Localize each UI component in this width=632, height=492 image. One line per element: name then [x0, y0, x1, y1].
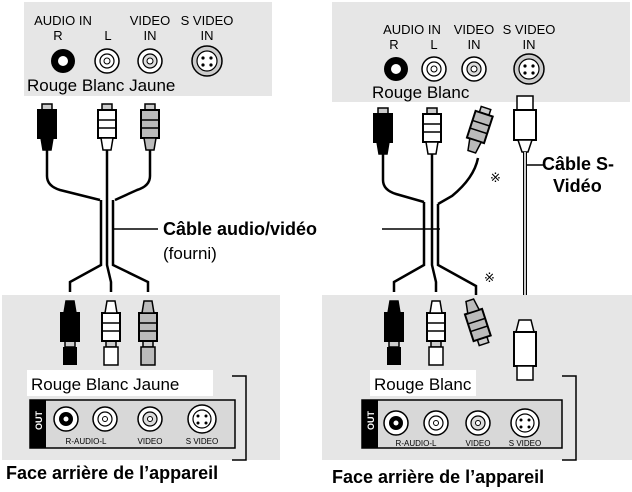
bottom-plug-yellow-tail: [140, 346, 156, 366]
deck-color-label-box: [27, 370, 213, 396]
top-plug-yellow: [140, 103, 160, 151]
top-plug-white: [97, 103, 117, 151]
tv-audio-l-label-right: L: [430, 37, 437, 52]
tv-jack-audio-l-right: [421, 56, 447, 82]
deck-out-tab-right: [362, 400, 378, 448]
tv-audio-l-label: L: [104, 28, 111, 43]
deck-color-labels: Rouge Blanc Jaune: [31, 375, 179, 394]
tv-jack-svideo: [191, 45, 223, 77]
bottom-plug-white-tail: [103, 346, 119, 366]
tv-svideo-in-label: S VIDEO: [181, 13, 234, 28]
bottom-plug-red-right-tail: [387, 347, 401, 365]
av-cable-right: [381, 154, 480, 296]
top-plug-red: [37, 103, 57, 151]
right-diagram: AUDIO IN R L VIDEO IN S VIDEO IN: [322, 2, 632, 487]
deck-side-bracket-right: [562, 375, 577, 461]
tv-jack-video: [137, 48, 163, 74]
tv-video-in-label-2: IN: [144, 28, 157, 43]
deck-jack-audio-l-right: [423, 410, 449, 436]
tv-svideo-in-label-2: IN: [201, 28, 214, 43]
caption-right: Face arrière de l’appareil: [332, 467, 544, 487]
tv-audio-r-label-right: R: [389, 37, 398, 52]
ref-mark-bottom: ※: [484, 270, 495, 285]
deck-jack-svideo-right: [510, 408, 540, 438]
tv-panel-right: [332, 2, 630, 102]
bottom-plug-white-right-tail: [428, 346, 444, 366]
deck-jack-svideo: [187, 404, 217, 434]
tv-color-labels: Rouge Blanc Jaune: [27, 76, 175, 95]
bottom-plug-red-tail: [63, 347, 77, 365]
deck-color-labels-right: Rouge Blanc: [374, 375, 472, 394]
tv-jack-video-right: [461, 56, 487, 82]
deck-out-tab-left: [30, 400, 46, 448]
tv-audio-in-label: AUDIO IN: [34, 13, 92, 28]
av-cable-left: [45, 150, 152, 292]
tv-audio-in-label-right: AUDIO IN: [383, 22, 441, 37]
deck-jack-video: [137, 406, 163, 432]
deck-svideo-label-right: S VIDEO: [509, 439, 541, 448]
svideo-cable-label-1: Câble S-: [542, 154, 614, 174]
tv-audio-r-label: R: [53, 28, 62, 43]
deck-out-label: OUT: [34, 411, 44, 431]
top-plug-white-right: [422, 107, 442, 155]
tv-svideo-in-label-right: S VIDEO: [503, 22, 556, 37]
tv-svideo-in-label-right-2: IN: [523, 37, 536, 52]
svideo-plug-top: [513, 95, 537, 153]
tv-video-in-label-right: VIDEO: [454, 22, 494, 37]
tv-jack-svideo-right: [513, 53, 545, 85]
top-plug-red-right: [373, 107, 393, 155]
caption-left: Face arrière de l’appareil: [6, 463, 218, 483]
deck-r-audio-l-label: R-AUDIO-L: [66, 437, 107, 446]
tv-video-in-label: VIDEO: [130, 13, 170, 28]
deck-video-label-right: VIDEO: [466, 439, 491, 448]
tv-video-in-label-right-2: IN: [468, 37, 481, 52]
deck-out-label-right: OUT: [366, 411, 376, 431]
tv-jack-audio-l: [94, 48, 120, 74]
deck-side-bracket-left: [232, 375, 247, 461]
deck-svideo-label: S VIDEO: [186, 437, 218, 446]
deck-jack-audio-r: [53, 406, 79, 432]
deck-r-audio-l-label-right: R-AUDIO-L: [396, 439, 437, 448]
tv-color-labels-right: Rouge Blanc: [372, 83, 470, 102]
av-cable-note: (fourni): [163, 244, 217, 263]
ref-mark-top: ※: [490, 170, 501, 185]
svideo-cable-label-2: Vidéo: [553, 176, 602, 196]
deck-jack-audio-l: [92, 406, 118, 432]
deck-jack-video-right: [465, 410, 491, 436]
deck-jack-audio-r-right: [383, 410, 409, 436]
av-cable-name: Câble audio/vidéo: [163, 219, 317, 239]
deck-color-label-box-right: [370, 370, 476, 396]
left-diagram: AUDIO IN R L VIDEO IN S VIDEO IN: [2, 2, 280, 483]
tv-jack-audio-r-right: [384, 57, 408, 81]
svideo-plug-bottom: [513, 319, 537, 381]
deck-video-label: VIDEO: [138, 437, 163, 446]
tv-jack-audio-r: [51, 49, 75, 73]
top-plug-yellow-right-unused: [462, 104, 496, 156]
